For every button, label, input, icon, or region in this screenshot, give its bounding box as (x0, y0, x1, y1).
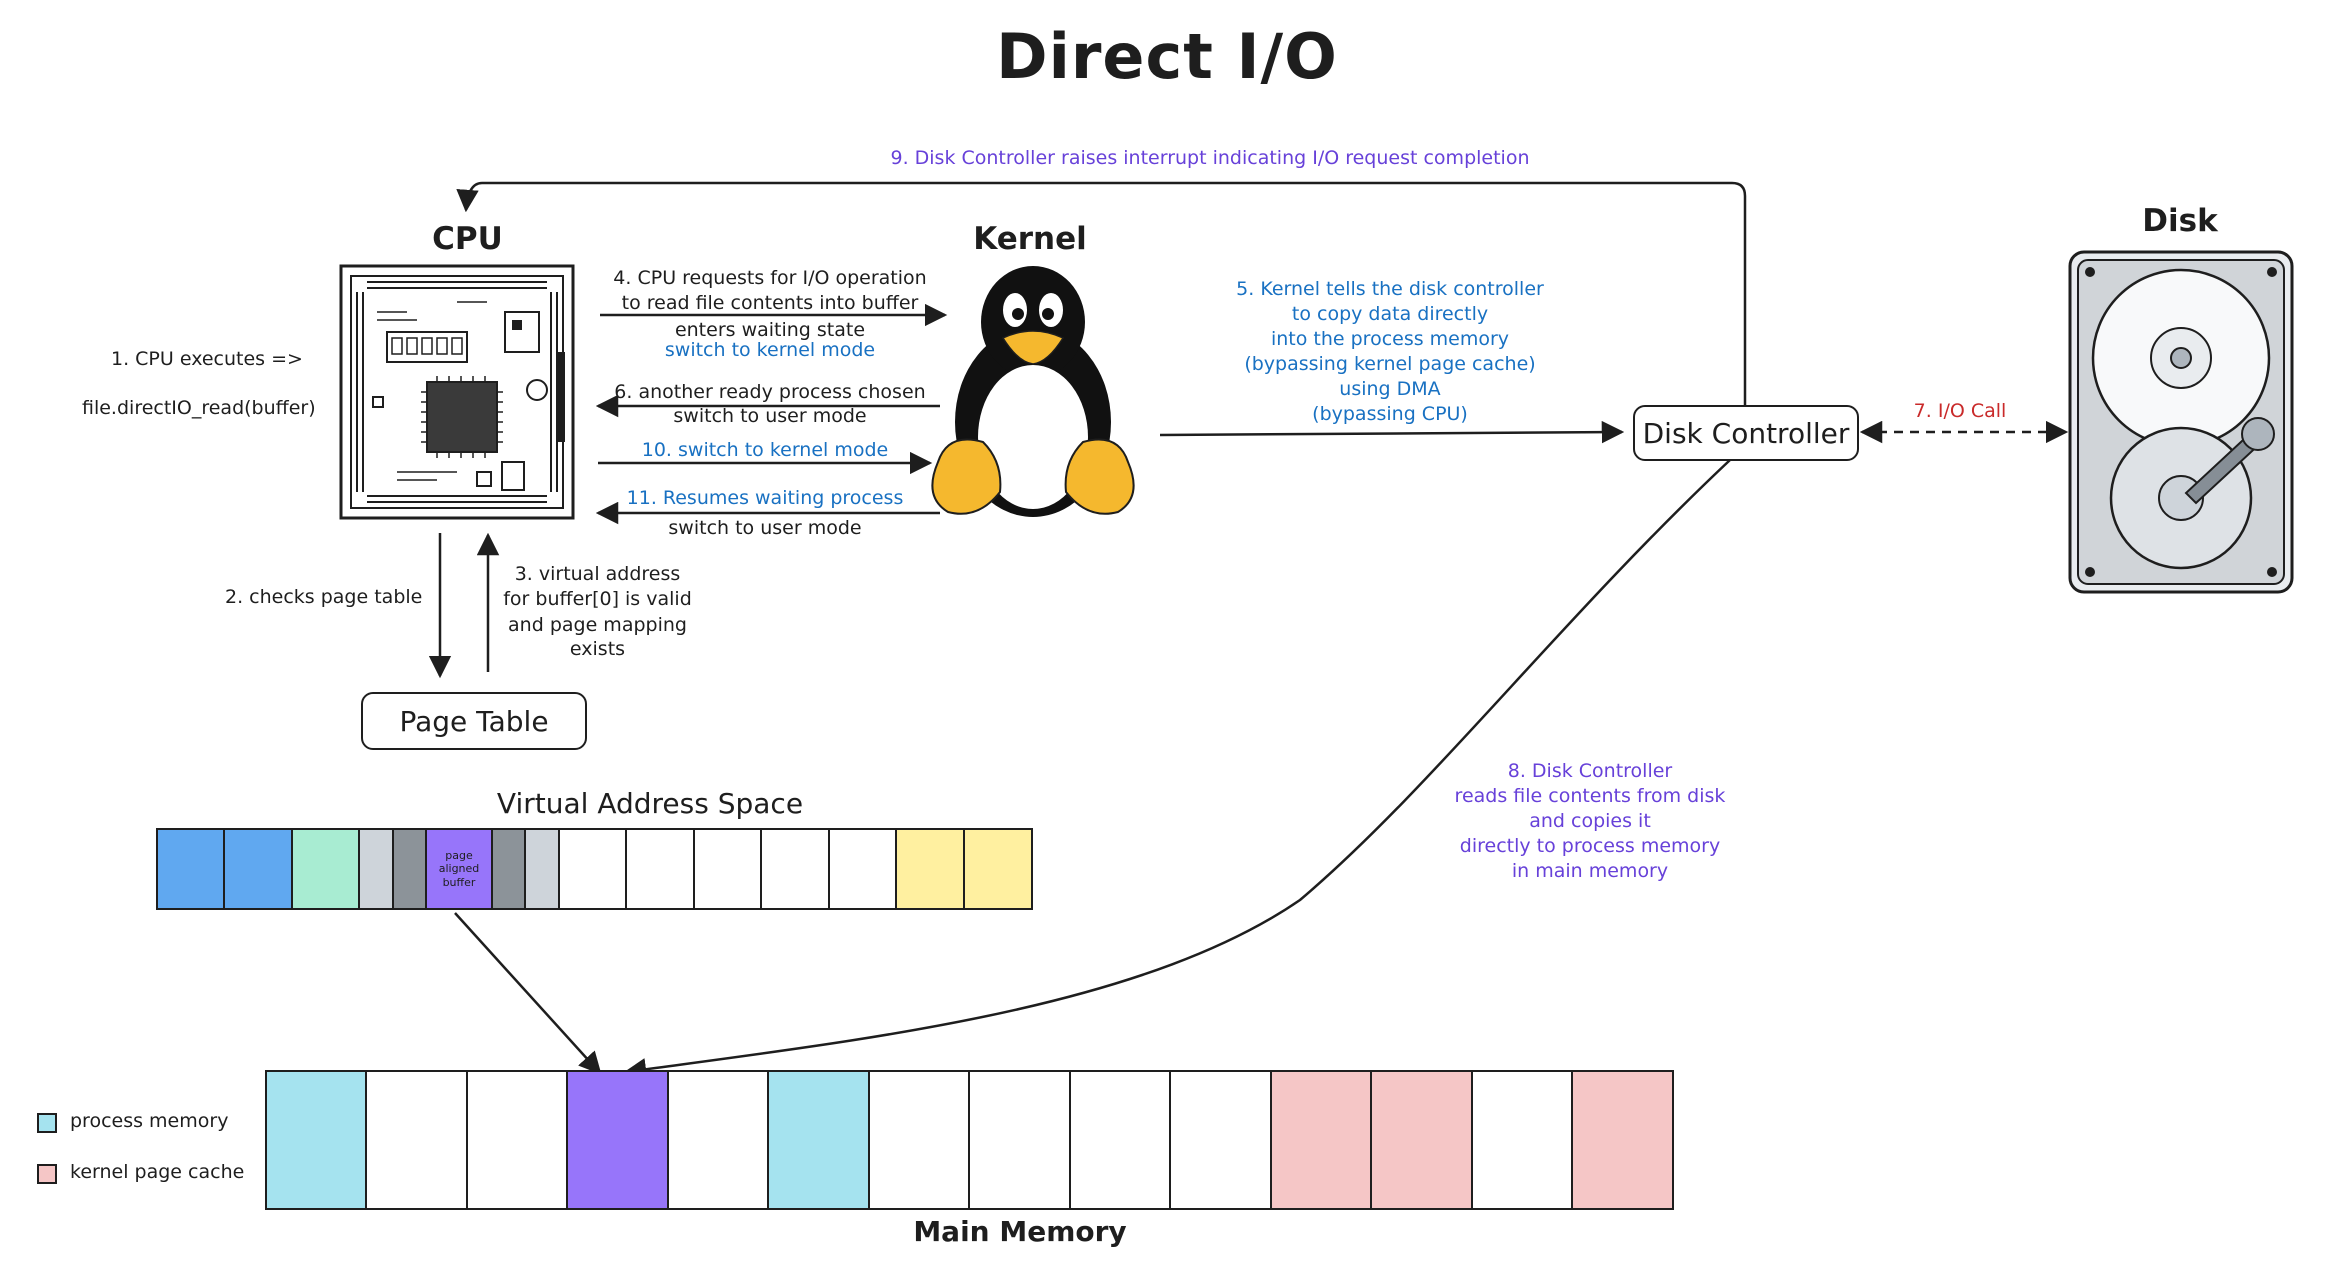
memory-cell-empty (968, 1070, 1071, 1210)
arrow-buffer-mapping (454, 912, 602, 1075)
memory-cell-empty (1470, 1070, 1574, 1210)
step8-line3: and copies it (1529, 810, 1651, 832)
step9-label: 9. Disk Controller raises interrupt indi… (890, 147, 1530, 169)
diagram-title: Direct I/O (996, 20, 1338, 93)
vas-cell-yellow (962, 828, 1033, 910)
legend-label-cache: kernel page cache (70, 1161, 245, 1183)
main-memory-label: Main Memory (913, 1215, 1127, 1248)
arrow-step5 (1159, 420, 1625, 444)
memory-cell-buffer (566, 1070, 669, 1210)
linux-penguin-icon (931, 266, 1135, 517)
buffer-label-line: page (445, 849, 473, 863)
vas-cell-mint (290, 828, 361, 910)
memory-cell-cache (1571, 1070, 1674, 1210)
page-table-box: Page Table (361, 692, 587, 750)
step3-line3: and page mapping (508, 614, 687, 636)
memory-cell-empty (1169, 1070, 1272, 1210)
vas-cell-empty (557, 828, 628, 910)
arrow-step9 (456, 181, 1747, 405)
vas-cell-process (223, 828, 293, 910)
hard-disk-icon (2068, 250, 2294, 594)
memory-cell-empty (867, 1070, 971, 1210)
step6-line1: 6. another ready process chosen (614, 381, 926, 403)
legend-swatch-cache (37, 1164, 57, 1184)
main-memory-row (264, 1070, 1674, 1210)
vas-cell-lightgray (524, 828, 560, 910)
memory-cell-empty (465, 1070, 569, 1210)
legend-swatch-process (37, 1113, 57, 1133)
memory-cell-cache (1370, 1070, 1473, 1210)
step8-line2: reads file contents from disk (1454, 785, 1726, 807)
step4-line1: 4. CPU requests for I/O operation (613, 267, 927, 289)
step7-label: 7. I/O Call (1913, 400, 2007, 422)
virtual-address-space-label: Virtual Address Space (496, 787, 804, 820)
memory-cell-empty (1068, 1070, 1172, 1210)
vas-cell-empty (760, 828, 830, 910)
step8-line5: in main memory (1511, 860, 1669, 882)
memory-cell-process (767, 1070, 870, 1210)
step5-line6: (bypassing CPU) (1312, 403, 1468, 425)
vas-cell-yellow (895, 828, 965, 910)
vas-cell-gray (391, 828, 428, 910)
vas-cell-empty (692, 828, 763, 910)
cpu-chip-icon (339, 264, 575, 520)
memory-cell-empty (365, 1070, 468, 1210)
kernel-label: Kernel (973, 221, 1087, 257)
buffer-label-line: buffer (442, 875, 476, 889)
step3-line1: 3. virtual address (514, 563, 681, 585)
step5-line4: (bypassing kernel page cache) (1244, 353, 1536, 375)
step6-mode: switch to user mode (673, 405, 867, 427)
step8-line1: 8. Disk Controller (1507, 760, 1673, 782)
step3-line2: for buffer[0] is valid (503, 588, 692, 610)
step5-line2: to copy data directly (1291, 303, 1489, 325)
step4-line3: enters waiting state (674, 319, 866, 341)
step10-label: 10. switch to kernel mode (641, 439, 889, 461)
vas-cell-empty (827, 828, 898, 910)
vas-cell-lightgray (358, 828, 394, 910)
memory-cell-process (264, 1070, 368, 1210)
vas-cell-empty (625, 828, 695, 910)
step5-line5: using DMA (1339, 378, 1441, 400)
step1-call: file.directIO_read(buffer) (82, 397, 316, 419)
disk-label: Disk (2142, 203, 2218, 239)
step5-line3: into the process memory (1270, 328, 1510, 350)
step3-line4: exists (569, 638, 626, 660)
step8-line4: directly to process memory (1459, 835, 1721, 857)
step1-label: 1. CPU executes => (111, 348, 303, 370)
cpu-label: CPU (432, 221, 503, 257)
memory-cell-cache (1269, 1070, 1373, 1210)
memory-cell-empty (666, 1070, 770, 1210)
step4-line2: to read file contents into buffer (621, 292, 919, 314)
arrow-step8 (623, 459, 1731, 1081)
step2-label: 2. checks page table (225, 586, 423, 608)
step4-mode: switch to kernel mode (664, 339, 876, 361)
step11-mode: switch to user mode (668, 517, 862, 539)
buffer-label-line: aligned (438, 862, 480, 876)
step5-line1: 5. Kernel tells the disk controller (1236, 278, 1544, 300)
vas-cell-gray (490, 828, 527, 910)
disk-controller-box: Disk Controller (1633, 405, 1859, 461)
legend-label-process: process memory (70, 1110, 229, 1132)
step11-label: 11. Resumes waiting process (626, 487, 904, 509)
vas-cell-process (155, 828, 226, 910)
